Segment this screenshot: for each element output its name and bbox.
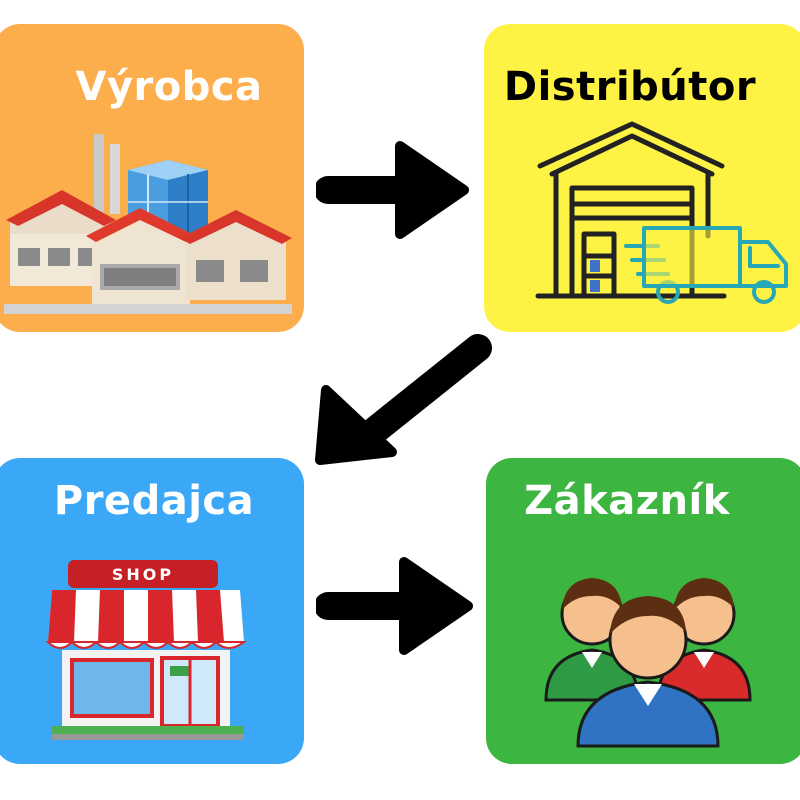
arrow-diagonal-down-left xyxy=(315,334,492,465)
node-label: Distribútor xyxy=(503,64,757,110)
node-customer: Zákazník xyxy=(486,458,800,764)
arrow-right-bottom xyxy=(316,557,473,655)
warehouse-icon xyxy=(535,121,788,304)
arrow-right-top xyxy=(316,141,469,239)
shop-icon: SHOP xyxy=(45,560,248,740)
node-distributor: Distribútor xyxy=(484,24,800,332)
node-label: Zákazník xyxy=(524,478,730,524)
node-label: Výrobca xyxy=(75,64,263,110)
customers-icon xyxy=(544,578,752,748)
shop-sign-text: SHOP xyxy=(112,565,174,584)
node-retailer: Predajca SHOP xyxy=(0,458,304,764)
node-manufacturer: Výrobca xyxy=(0,24,304,332)
node-label: Predajca xyxy=(53,478,255,524)
factory-icon xyxy=(4,134,292,314)
